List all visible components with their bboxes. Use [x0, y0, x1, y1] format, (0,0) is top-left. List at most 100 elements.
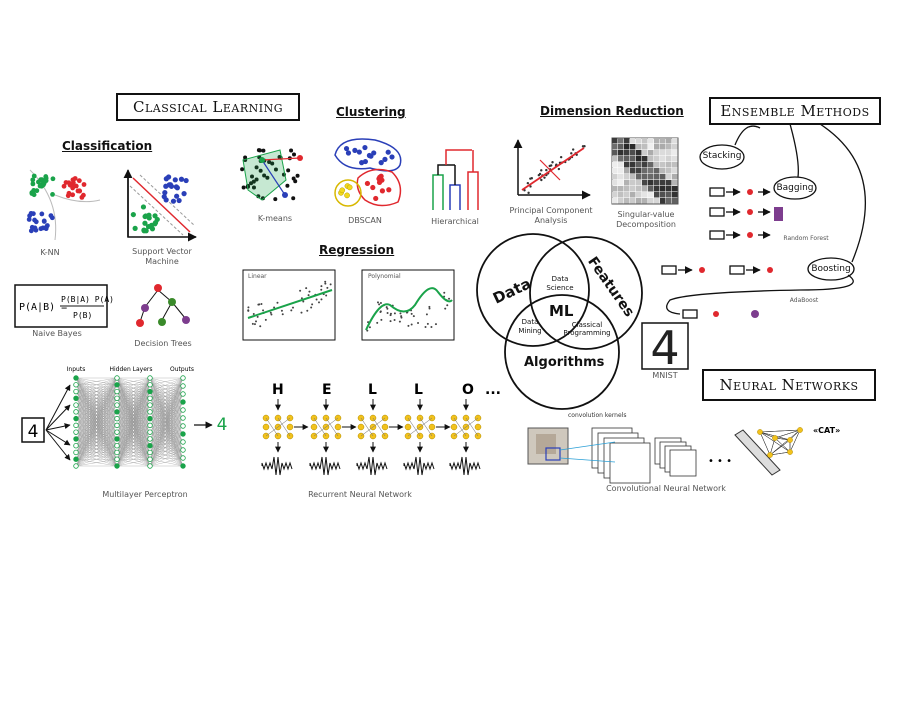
- svd-cell: [666, 198, 672, 204]
- svd-cell: [660, 144, 666, 150]
- svd-cell: [654, 138, 660, 144]
- svd-cell: [630, 168, 636, 174]
- svd-cell: [624, 156, 630, 162]
- knn-point: [32, 225, 38, 231]
- svd-cell: [660, 162, 666, 168]
- kmeans-point: [273, 167, 278, 172]
- kmeans-point: [257, 148, 262, 153]
- dbscan-point: [364, 180, 371, 187]
- svg-text:• • •: • • •: [708, 456, 732, 467]
- regression-point: [320, 288, 323, 291]
- svm-point: [172, 177, 178, 183]
- svd-cell: [648, 174, 654, 180]
- knn-point: [31, 173, 37, 179]
- regression-point: [444, 307, 447, 310]
- svd-cell: [654, 150, 660, 156]
- svd-cell: [666, 150, 672, 156]
- svd-cell: [648, 192, 654, 198]
- venn-data-science-1: Data: [551, 275, 569, 283]
- mlp-neuron: [147, 449, 153, 456]
- svd-cell: [642, 186, 648, 192]
- svd-cell: [630, 144, 636, 150]
- svd-cell: [666, 192, 672, 198]
- regression-point: [379, 301, 382, 304]
- fc-neuron: [757, 429, 763, 435]
- svd-cell: [648, 156, 654, 162]
- regression-point: [320, 285, 323, 288]
- svm-point: [163, 176, 169, 182]
- svd-cell: [642, 180, 648, 186]
- kmeans-point: [293, 179, 298, 184]
- regression-point: [257, 303, 260, 306]
- tree-node: [747, 232, 753, 238]
- knn-point: [40, 225, 46, 231]
- svd-cell: [624, 144, 630, 150]
- mlp-neuron: [180, 463, 186, 469]
- svg-text:Outputs: Outputs: [170, 366, 194, 373]
- knn-point: [67, 182, 73, 188]
- adaboost-caption: AdaBoost: [789, 297, 819, 304]
- tree-node: [751, 310, 759, 318]
- kmeans-point: [270, 161, 275, 166]
- data-sample-box: [709, 230, 725, 240]
- dbscan-point: [362, 158, 368, 165]
- svd-cell: [624, 192, 630, 198]
- regression-point: [259, 325, 262, 328]
- svd-caption-1: Singular-value: [617, 210, 675, 219]
- regression-point: [426, 322, 429, 325]
- svd-cell: [648, 168, 654, 174]
- svg-text:Hidden Layers: Hidden Layers: [109, 366, 152, 373]
- regression-point: [290, 309, 293, 312]
- kmeans-point: [285, 183, 290, 188]
- kmeans-point: [254, 177, 259, 182]
- kmeans-point: [241, 185, 246, 190]
- regression-point: [302, 300, 305, 303]
- pca-point: [559, 155, 563, 159]
- svd-cell: [672, 192, 678, 198]
- random-forest-caption: Random Forest: [783, 235, 829, 242]
- dbscan-point: [344, 192, 350, 199]
- knn-point: [66, 190, 72, 196]
- regression-point: [385, 306, 388, 309]
- dbscan-point: [366, 152, 373, 159]
- regression-point: [299, 289, 302, 292]
- mlp-neuron: [147, 436, 153, 442]
- pca-point: [557, 167, 561, 171]
- svd-cell: [612, 186, 618, 192]
- svd-cell: [672, 174, 678, 180]
- fc-neuron: [787, 437, 793, 443]
- svd-cell: [654, 156, 660, 162]
- regression-point: [315, 298, 318, 301]
- regression-point: [305, 287, 308, 290]
- svd-cell: [612, 168, 618, 174]
- regression-point: [269, 311, 272, 314]
- tree-node: [767, 267, 773, 273]
- svm-point: [141, 228, 147, 234]
- svd-cell: [636, 186, 642, 192]
- rnn-neuron: [404, 423, 412, 431]
- cnn-caption: Convolutional Neural Network: [606, 484, 726, 493]
- svd-cell: [654, 168, 660, 174]
- dbscan-point: [352, 147, 358, 153]
- mlp-neuron: [73, 375, 79, 381]
- mlp-neuron: [180, 423, 186, 429]
- regression-point: [306, 309, 309, 312]
- regression-point: [424, 326, 427, 329]
- svd-cell: [648, 186, 654, 192]
- mlp-neuron: [114, 382, 120, 388]
- dbscan-point: [370, 184, 376, 191]
- svd-cell: [636, 144, 642, 150]
- kmeans-point: [240, 167, 245, 172]
- hierarchical-caption: Hierarchical: [431, 217, 479, 226]
- regression-point: [389, 314, 392, 317]
- svd-cell: [636, 138, 642, 144]
- knn-point: [61, 183, 67, 189]
- svd-cell: [618, 192, 624, 198]
- naive-bayes-formula: P(A|B) = P(B|A) P(A) P(B): [14, 284, 114, 328]
- regression-point: [276, 301, 279, 304]
- knn-point: [50, 176, 56, 182]
- rnn-caption: Recurrent Neural Network: [308, 490, 412, 499]
- feature-map: [609, 442, 651, 484]
- regression-point: [256, 315, 259, 318]
- svd-cell: [660, 174, 666, 180]
